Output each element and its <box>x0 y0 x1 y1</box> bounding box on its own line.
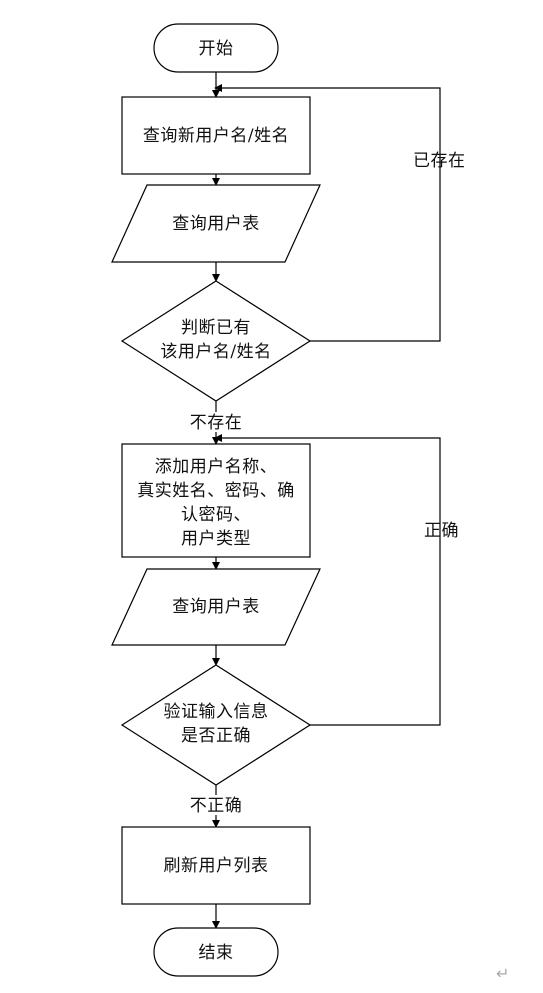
add-user-line-2: 真实姓名、密码、确 <box>137 481 295 501</box>
decision-valid-line-2: 是否正确 <box>181 726 251 746</box>
arrow-correct-loop <box>214 434 441 726</box>
query-new-user-label: 查询新用户名/姓名 <box>143 126 289 146</box>
add-user-line-1: 添加用户名称、 <box>155 457 278 477</box>
refresh-list-label: 刷新用户列表 <box>164 856 269 876</box>
query-user-table-1-io: 查询用户表 <box>111 184 321 263</box>
start-terminator: 开始 <box>153 23 279 73</box>
paragraph-mark-icon: ↵ <box>496 964 509 983</box>
add-user-line-4: 用户类型 <box>181 529 251 549</box>
decision-valid-line-1: 验证输入信息 <box>164 702 269 722</box>
not-exists-label-bg <box>186 412 248 432</box>
end-label: 结束 <box>199 943 234 963</box>
exists-edge-label: 已存在 <box>413 151 466 171</box>
start-label: 开始 <box>199 39 234 59</box>
arrow-exists-loop <box>214 84 441 342</box>
end-terminator: 结束 <box>153 927 279 977</box>
query-user-table-2-io: 查询用户表 <box>111 568 321 646</box>
decision-exists: 判断已有 该用户名/姓名 <box>120 280 312 402</box>
decision-exists-line-2: 该用户名/姓名 <box>160 342 271 362</box>
query-new-user-process: 查询新用户名/姓名 <box>121 96 311 175</box>
decision-exists-line-1: 判断已有 <box>181 318 251 338</box>
not-exists-edge-label: 不存在 <box>190 413 243 433</box>
add-user-process: 添加用户名称、 真实姓名、密码、确 认密码、 用户类型 <box>121 443 311 558</box>
decision-valid: 验证输入信息 是否正确 <box>120 664 312 786</box>
refresh-list-process: 刷新用户列表 <box>121 826 311 905</box>
add-user-line-3: 认密码、 <box>181 505 251 525</box>
incorrect-edge-label: 不正确 <box>190 796 243 816</box>
incorrect-label-bg <box>180 795 254 815</box>
correct-edge-label: 正确 <box>424 521 459 541</box>
query-user-table-2-label: 查询用户表 <box>172 597 260 617</box>
query-user-table-1-label: 查询用户表 <box>172 214 260 234</box>
